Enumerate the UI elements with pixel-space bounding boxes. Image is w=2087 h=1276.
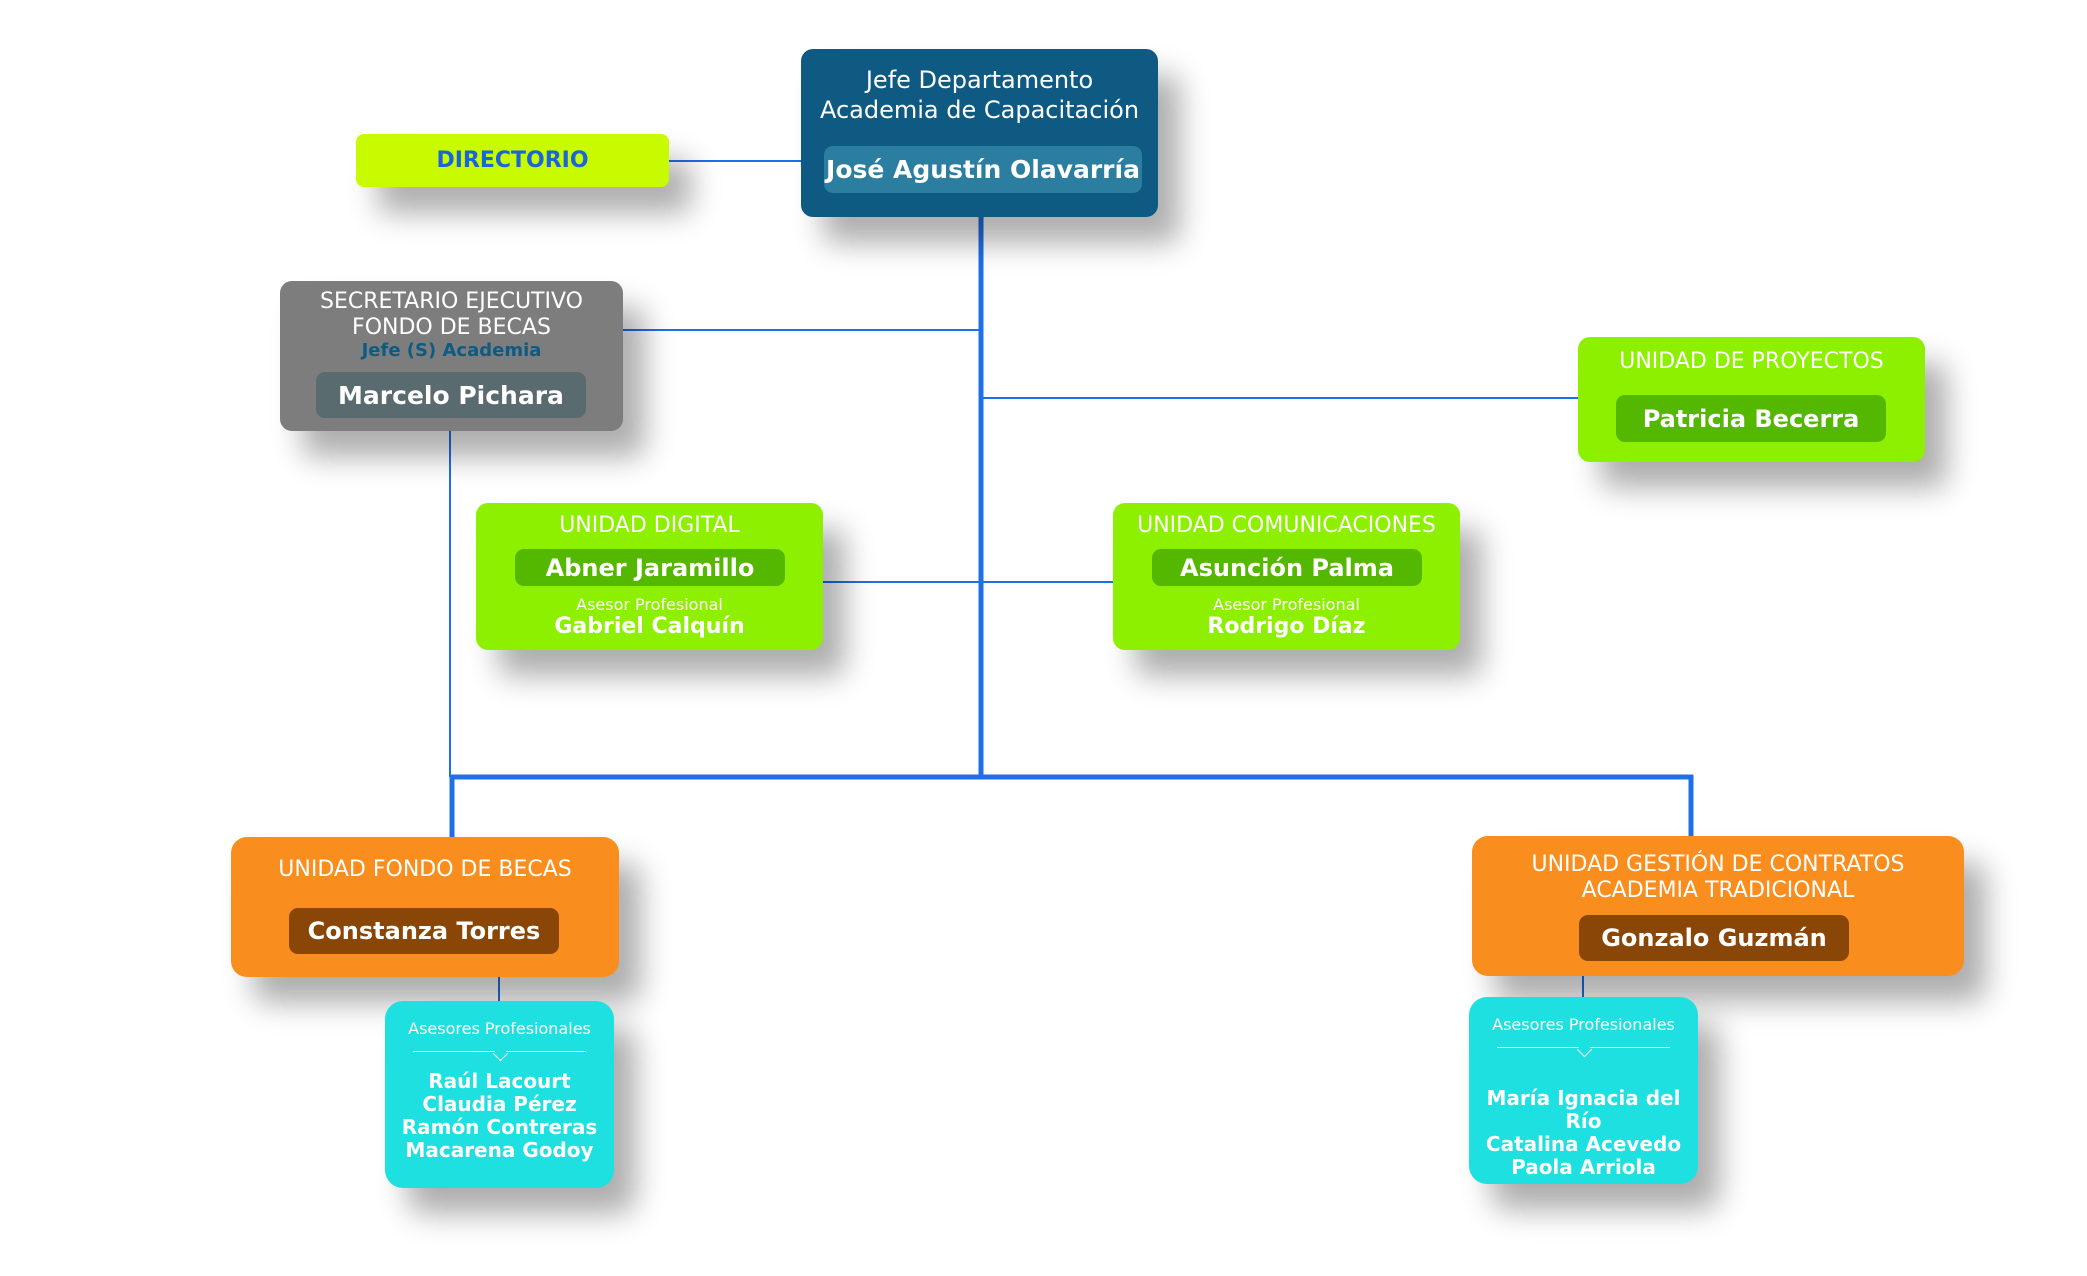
contratos-advisors-list: María Ignacia del Río Catalina Acevedo P… <box>1469 1087 1698 1179</box>
secretario-title: SECRETARIO EJECUTIVO FONDO DE BECAS <box>280 289 623 341</box>
unidad-fondo-becas-box: UNIDAD FONDO DE BECAS Constanza Torres <box>231 837 619 977</box>
directorio-box: DIRECTORIO <box>356 134 669 187</box>
comunicaciones-advisor-label: Asesor Profesional <box>1213 595 1360 614</box>
list-item: Ramón Contreras <box>401 1115 598 1139</box>
secretario-title-line2: FONDO DE BECAS <box>352 315 551 340</box>
digital-title: UNIDAD DIGITAL <box>559 513 740 538</box>
list-item: Paola Arriola <box>1511 1155 1656 1179</box>
list-item: Claudia Pérez <box>422 1092 577 1116</box>
proyectos-title: UNIDAD DE PROYECTOS <box>1619 349 1884 374</box>
jefe-title-line2: Academia de Capacitación <box>819 96 1140 124</box>
secretario-title-line1: SECRETARIO EJECUTIVO <box>320 289 583 314</box>
secretario-ejecutivo-box: SECRETARIO EJECUTIVO FONDO DE BECAS Jefe… <box>280 281 623 431</box>
digital-advisor-label: Asesor Profesional <box>576 595 723 614</box>
secretario-subtitle: Jefe (S) Academia <box>361 340 542 361</box>
chevron-down-icon <box>492 1045 508 1062</box>
unidad-comunicaciones-box: UNIDAD COMUNICACIONES Asunción Palma Ase… <box>1113 503 1460 650</box>
fondo-name: Constanza Torres <box>289 908 559 954</box>
contratos-name: Gonzalo Guzmán <box>1579 915 1849 961</box>
contratos-advisors-label: Asesores Profesionales <box>1492 1015 1675 1034</box>
fondo-advisors-label: Asesores Profesionales <box>408 1019 591 1038</box>
contratos-title-line2: ACADEMIA TRADICIONAL <box>1581 878 1855 903</box>
comunicaciones-advisor: Rodrigo Díaz <box>1207 614 1366 639</box>
digital-name: Abner Jaramillo <box>515 549 785 586</box>
comunicaciones-title: UNIDAD COMUNICACIONES <box>1137 513 1436 538</box>
fondo-advisors-box: Asesores Profesionales Raúl Lacourt Clau… <box>385 1001 614 1188</box>
digital-advisor: Gabriel Calquín <box>554 614 745 639</box>
contratos-title: UNIDAD GESTIÓN DE CONTRATOS ACADEMIA TRA… <box>1472 852 1964 904</box>
unidad-digital-box: UNIDAD DIGITAL Abner Jaramillo Asesor Pr… <box>476 503 823 650</box>
jefe-departamento-box: Jefe Departamento Academia de Capacitaci… <box>801 49 1158 217</box>
list-item: Raúl Lacourt <box>428 1069 571 1093</box>
contratos-advisors-box: Asesores Profesionales María Ignacia del… <box>1469 997 1698 1184</box>
chevron-down-icon <box>1576 1041 1592 1058</box>
comunicaciones-name: Asunción Palma <box>1152 549 1422 586</box>
fondo-advisors-list: Raúl Lacourt Claudia Pérez Ramón Contrer… <box>385 1070 614 1162</box>
jefe-title-line1: Jefe Departamento <box>865 66 1094 94</box>
list-item: Macarena Godoy <box>405 1138 594 1162</box>
list-item: María Ignacia del Río <box>1486 1086 1681 1133</box>
list-item: Catalina Acevedo <box>1485 1132 1682 1156</box>
jefe-title: Jefe Departamento Academia de Capacitaci… <box>801 65 1158 125</box>
jefe-name: José Agustín Olavarría <box>824 146 1142 193</box>
proyectos-name: Patricia Becerra <box>1616 395 1886 442</box>
secretario-name: Marcelo Pichara <box>316 372 586 418</box>
contratos-title-line1: UNIDAD GESTIÓN DE CONTRATOS <box>1531 852 1905 877</box>
unidad-gestion-contratos-box: UNIDAD GESTIÓN DE CONTRATOS ACADEMIA TRA… <box>1472 836 1964 976</box>
fondo-title: UNIDAD FONDO DE BECAS <box>278 857 572 882</box>
unidad-proyectos-box: UNIDAD DE PROYECTOS Patricia Becerra <box>1578 337 1925 462</box>
